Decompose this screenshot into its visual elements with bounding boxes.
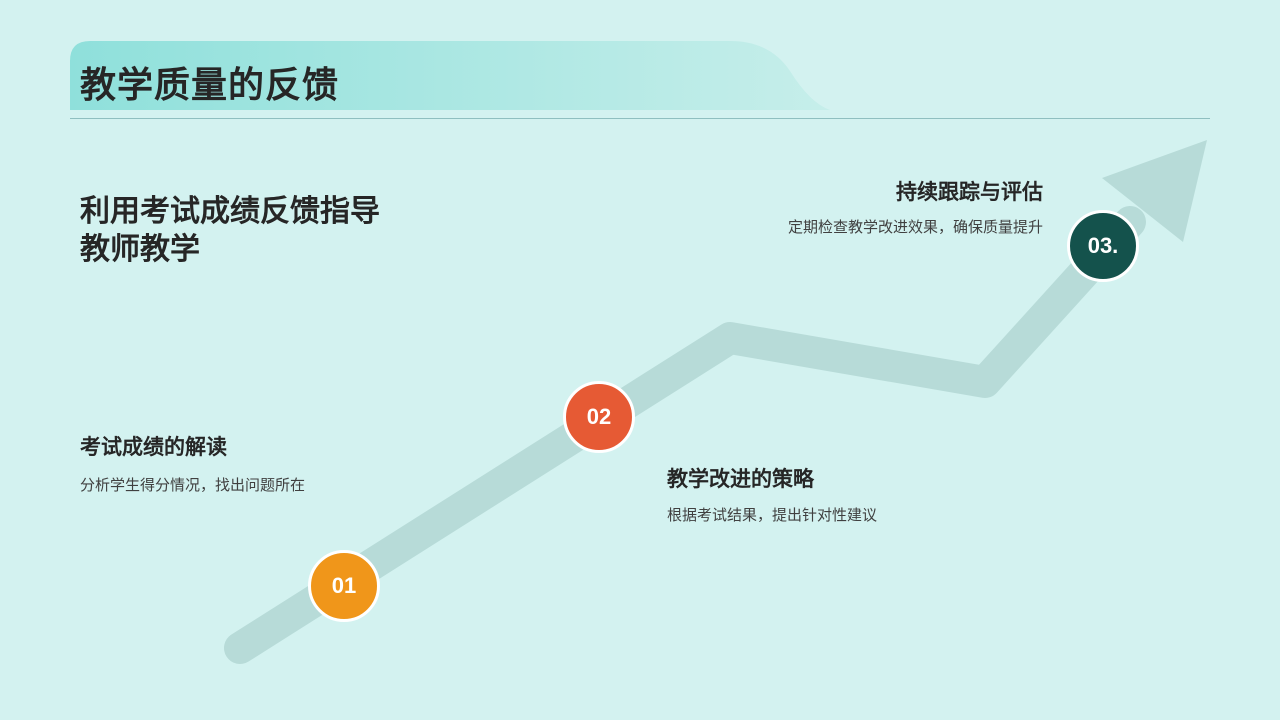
step-1-heading: 考试成绩的解读 <box>80 435 227 459</box>
step-3-description: 定期检查教学改进效果，确保质量提升 <box>787 218 1043 236</box>
step-3-badge: 03. <box>1067 210 1139 282</box>
step-3-number: 03. <box>1087 233 1119 258</box>
title-divider <box>70 118 1210 119</box>
step-2-description: 根据考试结果，提出针对性建议 <box>667 506 878 524</box>
step-3-heading: 持续跟踪与评估 <box>896 180 1043 204</box>
step-1-number: 01 <box>331 573 357 598</box>
step-2-badge: 02 <box>563 381 635 453</box>
step-2-number: 02 <box>586 404 612 429</box>
subtitle: 利用考试成绩反馈指导教师教学 <box>80 194 380 267</box>
title-banner-shape <box>70 41 830 110</box>
page-title: 教学质量的反馈 <box>80 65 340 106</box>
step-1-badge: 01 <box>308 550 380 622</box>
growth-arrow-shaft <box>224 206 1146 664</box>
step-2-heading: 教学改进的策略 <box>667 467 814 491</box>
step-1-description: 分析学生得分情况，找出问题所在 <box>80 476 306 494</box>
title-banner <box>70 41 830 110</box>
growth-arrow-head <box>1102 140 1207 242</box>
